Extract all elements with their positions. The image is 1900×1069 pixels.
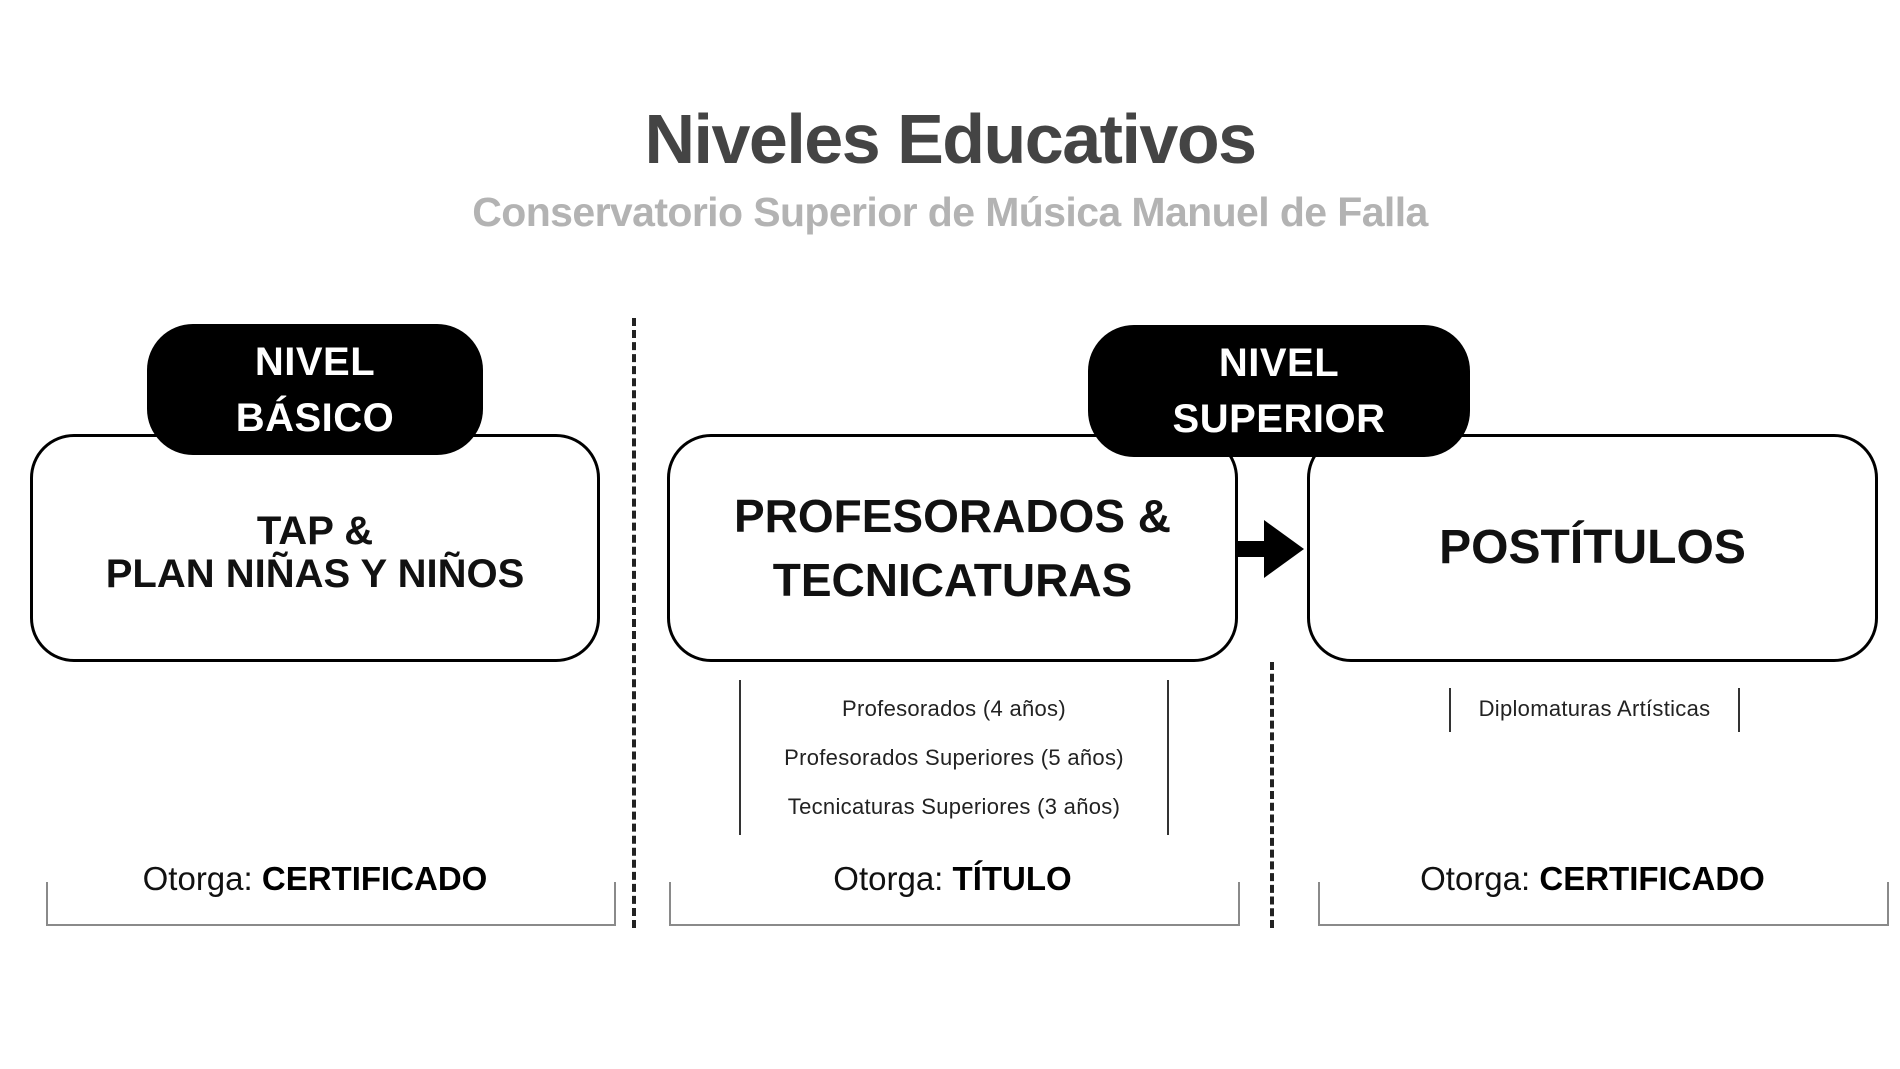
profesorados-list: Profesorados (4 años) Profesorados Super…	[742, 680, 1166, 835]
column-divider-left	[632, 318, 636, 928]
postitulos-list: Diplomaturas Artísticas	[1452, 688, 1737, 732]
page-subtitle: Conservatorio Superior de Música Manuel …	[472, 189, 1428, 235]
basic-grant-prefix: Otorga:	[142, 860, 262, 897]
postitulos-box-label: POSTÍTULOS	[1439, 521, 1746, 575]
profesorados-grant: Otorga: TÍTULO	[667, 860, 1238, 898]
postitulos-grant-value: CERTIFICADO	[1539, 860, 1765, 897]
profesorados-box-label: PROFESORADOS & TECNICATURAS	[733, 489, 1172, 606]
profesorados-grant-prefix: Otorga:	[833, 860, 953, 897]
postitulos-grant: Otorga: CERTIFICADO	[1307, 860, 1878, 898]
profesorados-box: PROFESORADOS & TECNICATURAS	[667, 434, 1238, 662]
page-title: Niveles Educativos	[644, 100, 1257, 178]
profesorados-grant-value: TÍTULO	[952, 860, 1072, 897]
profesorados-grant-bracket	[669, 882, 1240, 926]
superior-level-badge: NIVEL SUPERIOR	[1088, 325, 1470, 457]
basic-box: TAP & PLAN NIÑAS Y NIÑOS	[30, 434, 600, 662]
list-item: Profesorados (4 años)	[842, 696, 1066, 721]
column-divider-right	[1270, 662, 1274, 928]
postitulos-grant-prefix: Otorga:	[1420, 860, 1540, 897]
postitulos-list-left-bar	[1449, 688, 1451, 732]
postitulos-box: POSTÍTULOS	[1307, 434, 1878, 662]
basic-level-badge: NIVEL BÁSICO	[147, 324, 483, 455]
postitulos-grant-bracket	[1318, 882, 1889, 926]
list-item: Profesorados Superiores (5 años)	[784, 745, 1124, 770]
arrow-right-icon	[1236, 520, 1304, 578]
postitulos-list-right-bar	[1738, 688, 1740, 732]
profesorados-list-left-bar	[739, 680, 741, 835]
list-item: Diplomaturas Artísticas	[1478, 696, 1711, 721]
basic-box-label: TAP & PLAN NIÑAS Y NIÑOS	[105, 508, 525, 596]
basic-grant-bracket	[46, 882, 616, 926]
basic-grant: Otorga: CERTIFICADO	[30, 860, 600, 898]
basic-grant-value: CERTIFICADO	[261, 860, 488, 897]
profesorados-list-right-bar	[1167, 680, 1169, 835]
list-item: Tecnicaturas Superiores (3 años)	[787, 794, 1121, 819]
